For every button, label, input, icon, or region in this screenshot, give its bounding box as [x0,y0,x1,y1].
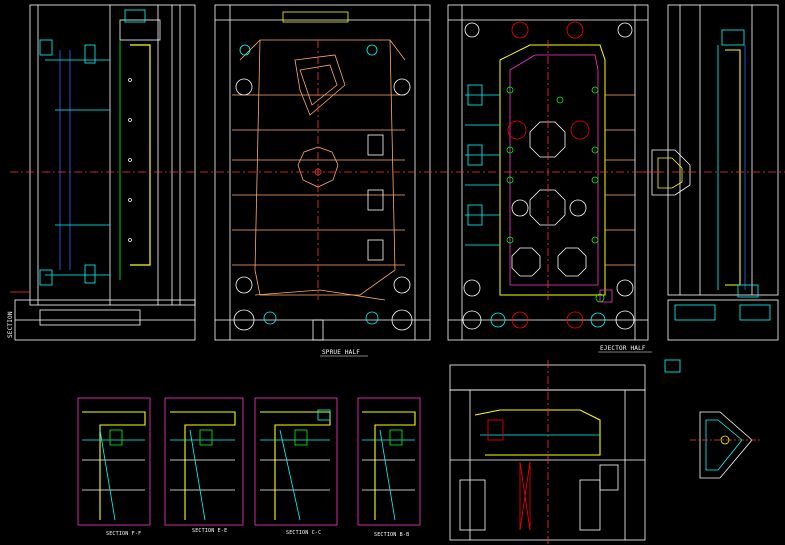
right-side-section-view [640,4,785,373]
assembly-section-view [449,360,646,545]
section-ee-view [164,397,244,526]
section-ee-label: SECTION E-E [192,528,227,534]
section-ff-label: SECTION F-F [106,531,141,537]
ejector-half-view [440,4,660,341]
section-cc-view [254,397,338,526]
sprue-half-label: SPRUE HALF [322,349,360,356]
ejector-half-label: EJECTOR HALF [600,345,646,352]
section-bb-view [357,397,421,526]
detail-view [690,411,760,479]
sprue-half-view [200,4,440,341]
section-bb-label: SECTION B-B [374,532,409,538]
section-ff-view [77,397,151,526]
section-cc-label: SECTION C-C [286,530,321,536]
side-section-view [10,4,196,341]
side-section-label: SECTION [7,311,14,338]
